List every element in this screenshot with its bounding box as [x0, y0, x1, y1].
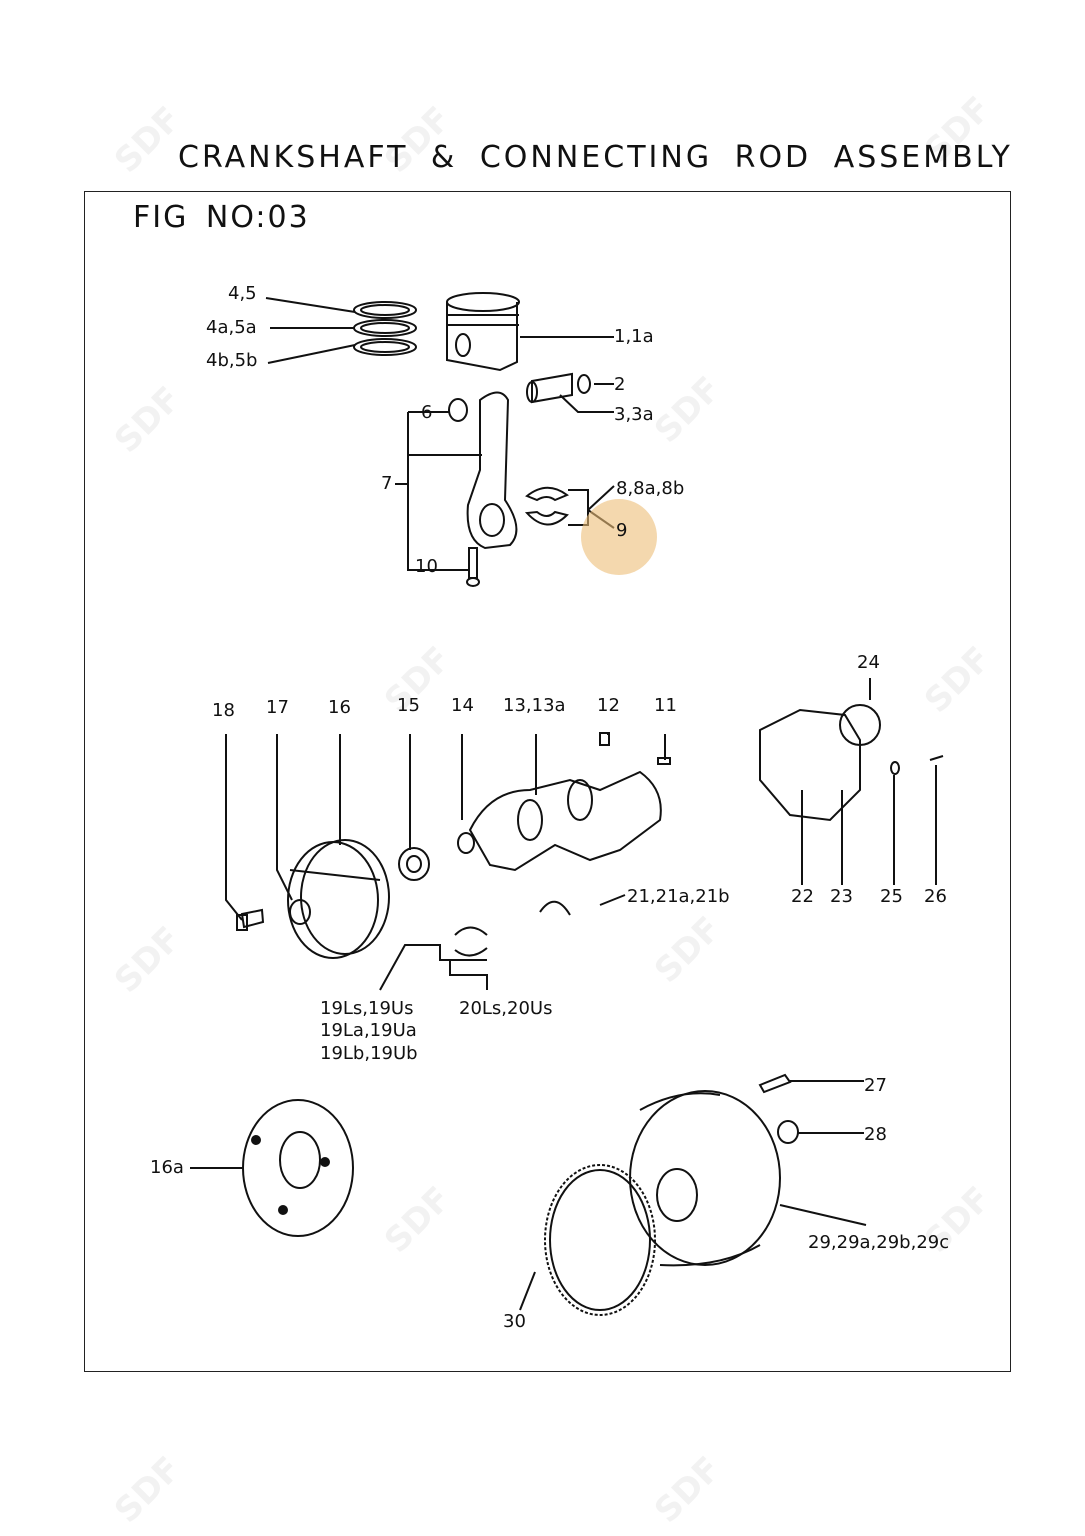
- callout-15[interactable]: 15: [397, 695, 420, 716]
- callout-4-5[interactable]: 4,5: [228, 283, 257, 304]
- bearing-shells: [524, 486, 570, 526]
- callout-22[interactable]: 22: [791, 886, 814, 907]
- callout-26[interactable]: 26: [924, 886, 947, 907]
- figure-number: FIG NO:03: [133, 200, 310, 235]
- callout-29[interactable]: 29,29a,29b,29c: [808, 1232, 950, 1253]
- callout-28[interactable]: 28: [864, 1124, 887, 1145]
- callout-9[interactable]: 9: [616, 520, 628, 541]
- crankshaft-pulley: [287, 839, 390, 959]
- piston-pin: [526, 372, 591, 404]
- piston: [446, 292, 520, 372]
- rod-bolt: [466, 547, 480, 587]
- bolt-18: [236, 908, 265, 931]
- callout-12[interactable]: 12: [597, 695, 620, 716]
- piston-rings: [353, 301, 417, 356]
- callout-17[interactable]: 17: [266, 697, 289, 718]
- callout-1-1a[interactable]: 1,1a: [614, 326, 654, 347]
- callout-19b[interactable]: 19Lb,19Ub: [320, 1043, 418, 1064]
- callout-8-8a-8b[interactable]: 8,8a,8b: [616, 478, 685, 499]
- callout-19s[interactable]: 19Ls,19Us: [320, 998, 414, 1019]
- callout-11[interactable]: 11: [654, 695, 677, 716]
- bolt-27: [758, 1073, 864, 1094]
- callout-4b-5b[interactable]: 4b,5b: [206, 350, 258, 371]
- key-12: [599, 732, 610, 746]
- ring-gear: [544, 1164, 656, 1316]
- callout-19a[interactable]: 19La,19Ua: [320, 1020, 417, 1041]
- callout-18[interactable]: 18: [212, 700, 235, 721]
- callout-16[interactable]: 16: [328, 697, 351, 718]
- diagram-frame: [84, 191, 1011, 1372]
- callout-30[interactable]: 30: [503, 1311, 526, 1332]
- callout-2[interactable]: 2: [614, 374, 626, 395]
- crankshaft: [457, 770, 662, 872]
- callout-13-13a[interactable]: 13,13a: [503, 695, 566, 716]
- washer-28: [777, 1120, 864, 1144]
- thrust-washer: [539, 900, 571, 916]
- callout-7[interactable]: 7: [381, 473, 393, 494]
- connecting-rod: [448, 391, 518, 550]
- seal-15: [398, 847, 430, 881]
- callout-3-3a[interactable]: 3,3a: [614, 404, 654, 425]
- callout-23[interactable]: 23: [830, 886, 853, 907]
- selection-highlight: [581, 499, 657, 575]
- callout-27[interactable]: 27: [864, 1075, 887, 1096]
- flywheel: [629, 1090, 781, 1267]
- callout-21[interactable]: 21,21a,21b: [627, 886, 730, 907]
- flange-16a: [190, 1099, 354, 1237]
- callout-20[interactable]: 20Ls,20Us: [459, 998, 553, 1019]
- callout-25[interactable]: 25: [880, 886, 903, 907]
- callout-4a-5a[interactable]: 4a,5a: [206, 317, 257, 338]
- rear-housing: [759, 704, 944, 822]
- callout-14[interactable]: 14: [451, 695, 474, 716]
- main-bearing: [454, 926, 488, 957]
- page-title: CRANKSHAFT & CONNECTING ROD ASSEMBLY: [178, 140, 1013, 175]
- callout-6[interactable]: 6: [421, 402, 433, 423]
- callout-10[interactable]: 10: [415, 556, 438, 577]
- callout-16a[interactable]: 16a: [150, 1157, 184, 1178]
- callout-24[interactable]: 24: [857, 652, 880, 673]
